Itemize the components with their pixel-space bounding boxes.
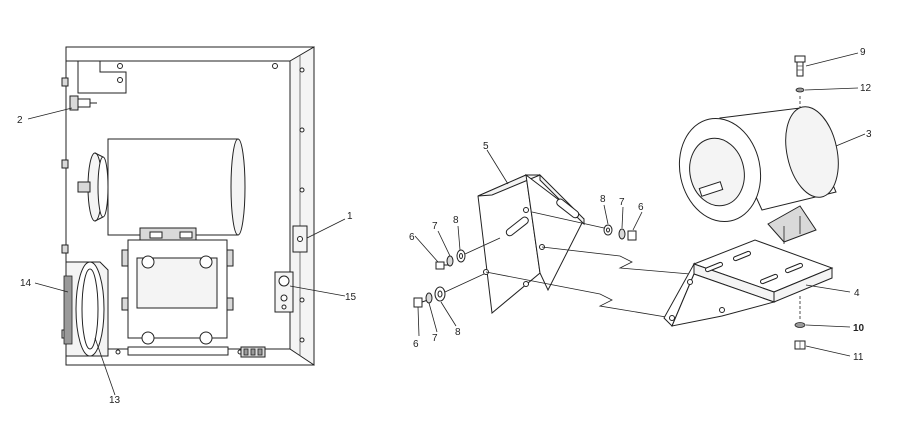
fastener-set-right (531, 211, 637, 241)
motor-exploded (678, 106, 839, 244)
callout-14: 14 (20, 278, 32, 289)
callout-13: 13 (109, 395, 121, 406)
switch-part (69, 95, 97, 111)
callout-7-right: 7 (619, 197, 625, 208)
callout-8-upper: 8 (453, 215, 459, 226)
motor-inside (107, 138, 246, 241)
angle-bracket (477, 173, 585, 314)
washer-part (794, 322, 806, 328)
callouts: 2 1 15 14 13 5 6 7 8 6 7 8 8 7 6 9 12 3 … (17, 47, 872, 406)
enclosure-assembly (61, 46, 315, 366)
callout-8-right: 8 (600, 194, 606, 205)
leader-lines-right (414, 52, 866, 357)
callout-6-upper: 6 (409, 232, 415, 243)
motor-base (115, 239, 243, 356)
cabinet-side-wall (289, 46, 315, 366)
callout-8-lower: 8 (455, 327, 461, 338)
callout-7-upper: 7 (432, 221, 438, 232)
alignment-lines (485, 246, 691, 319)
callout-3: 3 (866, 129, 872, 140)
callout-5: 5 (483, 141, 489, 152)
nut-part (794, 340, 806, 350)
callout-6-lower: 6 (413, 339, 419, 350)
callout-11: 11 (853, 352, 864, 363)
belt-guard (63, 261, 109, 357)
leader-lines-left (27, 107, 346, 396)
callout-12: 12 (860, 83, 872, 94)
callout-4: 4 (854, 288, 860, 299)
fastener-set-lower (413, 273, 485, 308)
bolt-part (794, 55, 806, 77)
callout-1: 1 (347, 211, 353, 222)
terminal-block (240, 346, 266, 358)
pulley (77, 152, 109, 222)
callout-2: 2 (17, 115, 23, 126)
callout-9: 9 (860, 47, 866, 58)
callout-6-right: 6 (638, 202, 644, 213)
right-wall-component (292, 225, 308, 253)
callout-15: 15 (345, 292, 357, 303)
fastener-set-upper (435, 237, 501, 270)
mounting-plate (663, 239, 834, 327)
lock-washer-part (795, 87, 805, 93)
callout-10: 10 (853, 323, 865, 334)
callout-7-lower: 7 (432, 333, 438, 344)
switch-block (274, 271, 294, 313)
